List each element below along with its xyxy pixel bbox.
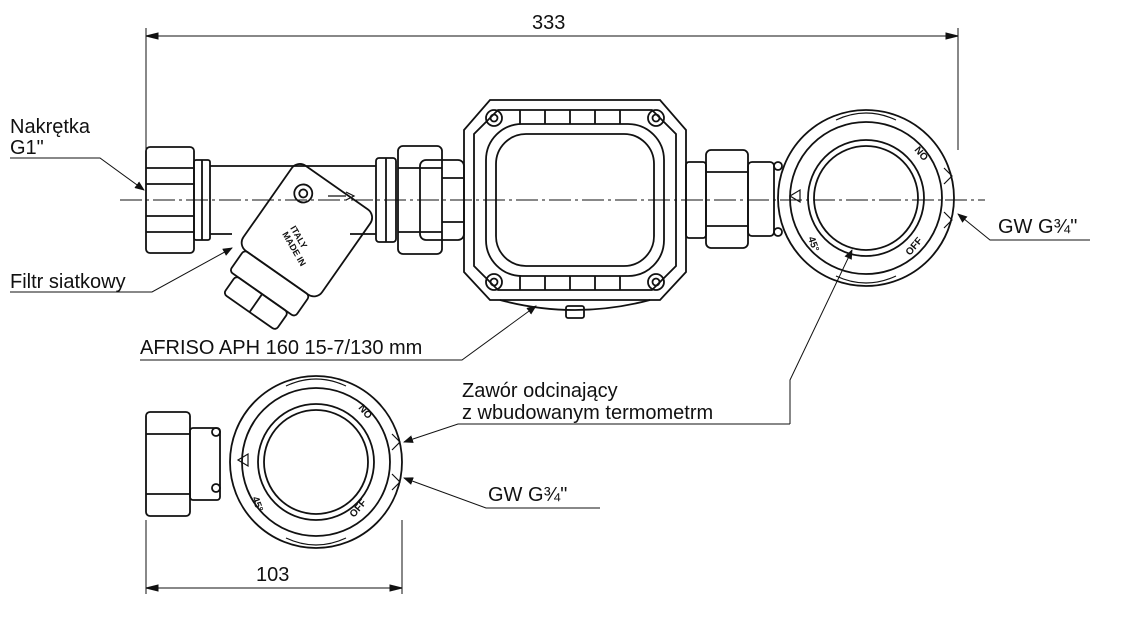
valve-top (777, 109, 955, 287)
label-pump: AFRISO APH 160 15-7/130 mm (140, 337, 423, 359)
valve-top-no: NO (912, 145, 930, 164)
label-valve-line2: z wbudowanym termometrm (462, 402, 714, 424)
label-filter: Filtr siatkowy (10, 271, 126, 293)
leader-valve-bottom (403, 423, 790, 443)
dimension-103-label: 103 (256, 564, 290, 586)
label-nut-line2: G1" (10, 137, 44, 159)
label-thread-top: GW G¾" (998, 216, 1078, 238)
nut-g1 (145, 146, 211, 254)
label-thread-bottom: GW G¾" (488, 484, 568, 506)
leader-nut (10, 157, 145, 191)
label-valve-line1: Zawór odcinający (462, 380, 618, 402)
strainer-body (210, 157, 397, 330)
label-nut-line1: Nakrętka (10, 116, 91, 138)
dimension-333-label: 333 (532, 12, 566, 34)
valve-bottom-no: NO (356, 403, 374, 422)
dimension-103 (145, 520, 403, 594)
leader-filter (10, 247, 233, 293)
leader-pump (140, 305, 537, 361)
leader-thread-bottom (403, 477, 600, 509)
valve-bottom-45: 45° (249, 495, 265, 513)
bottom-nut (145, 411, 221, 517)
leader-thread-top (957, 213, 1090, 241)
valve-bottom (229, 375, 403, 549)
valve-top-45: 45° (805, 235, 821, 253)
dimension-333 (145, 28, 959, 150)
union-nut-right (705, 149, 783, 249)
leader-valve-top (789, 249, 853, 424)
pump-aph-160 (463, 99, 707, 319)
